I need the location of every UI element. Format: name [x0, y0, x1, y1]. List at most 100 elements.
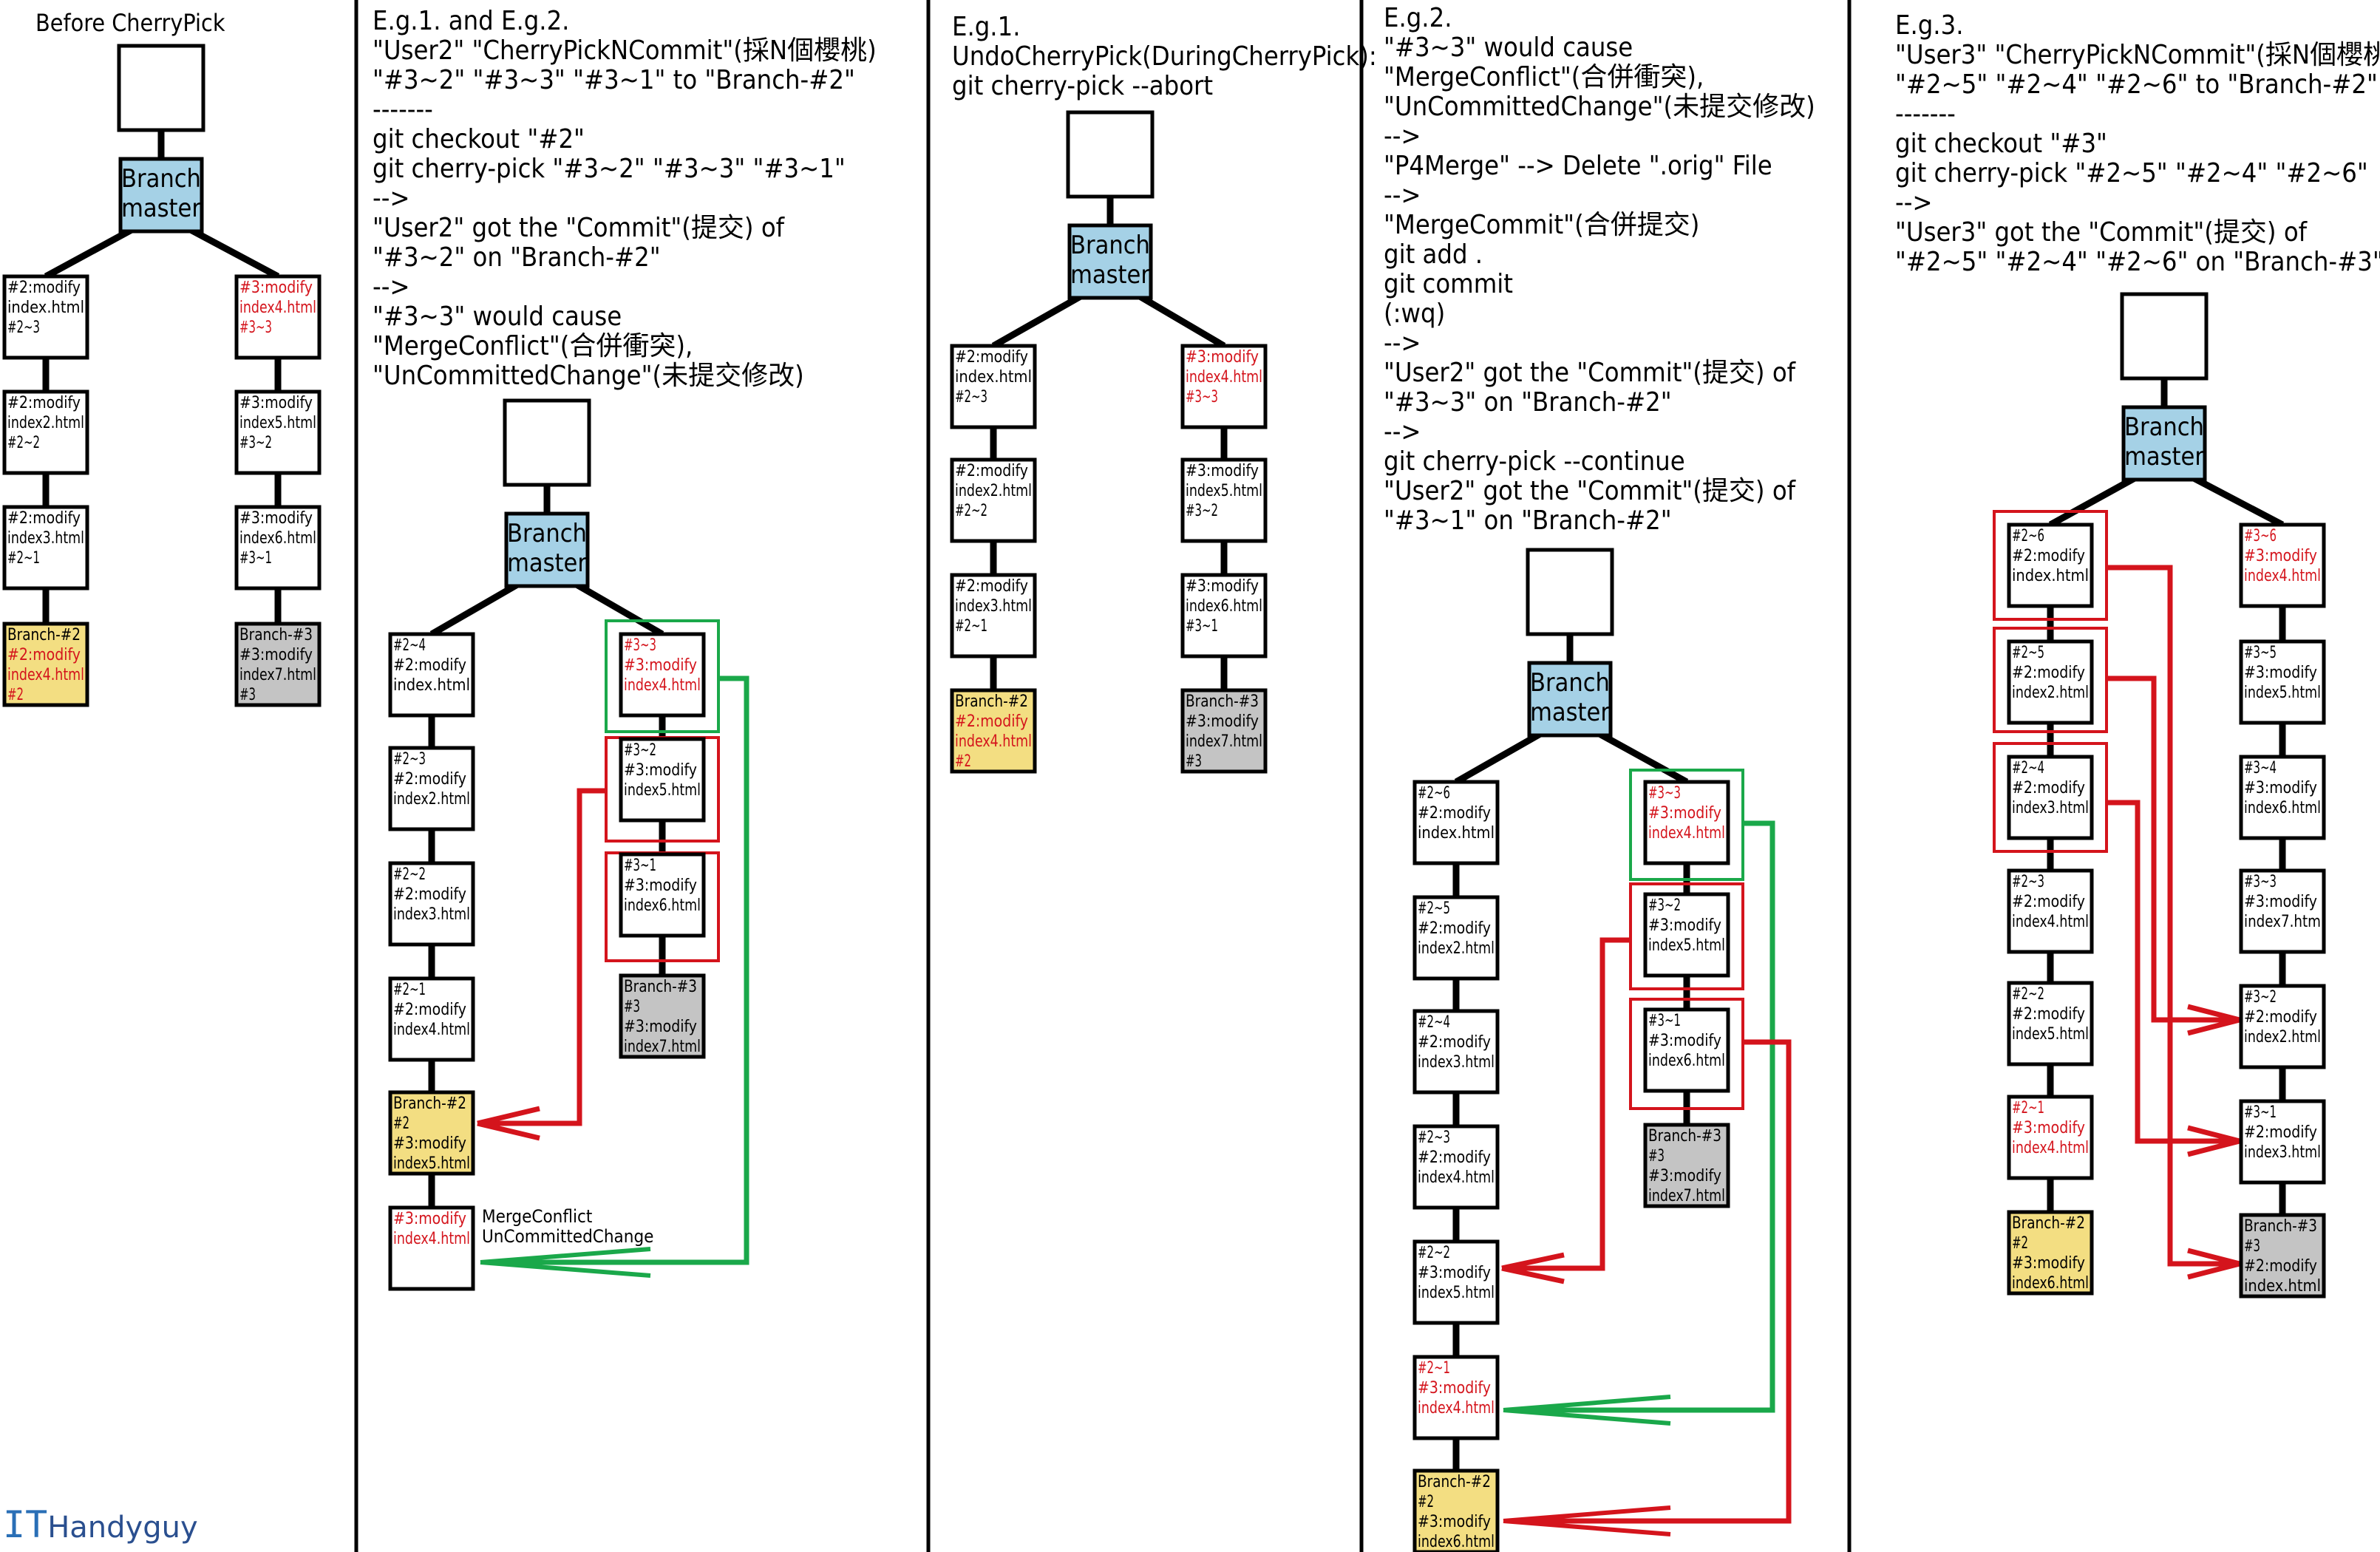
commit-text: #3:modify	[1186, 712, 1259, 731]
commit-text: #3:modify	[239, 279, 313, 297]
commit-text: #2~5	[1418, 899, 1450, 918]
commit-text: #2~3	[955, 388, 987, 406]
cherry-pick-arrow	[1511, 820, 1775, 1413]
commit-text: index3.html	[2244, 1143, 2321, 1162]
commit-text: index3.html	[393, 905, 470, 924]
commit-text: index5.html	[1648, 936, 1725, 955]
commit-text: index7.html	[624, 1038, 701, 1056]
commit-text: index3.html	[1418, 1053, 1495, 1072]
panel-caption: E.g.3."User3" "CherryPickNCommit"(採N個櫻桃)…	[1895, 10, 2380, 277]
commit-box	[2, 622, 89, 707]
panel-eg1-abort: E.g.1.UndoCherryPick(DuringCherryPick):g…	[950, 12, 1377, 774]
commit-text: #3~2	[1186, 502, 1218, 520]
arrow-head	[1503, 1505, 1671, 1536]
commit-text: index.html	[2012, 567, 2089, 585]
caption-line: -->	[373, 272, 410, 302]
caption-line: "#3~3" would cause	[1384, 33, 1633, 63]
cherry-pick-arrow	[2107, 675, 2240, 1023]
commit-text: #2	[393, 1114, 409, 1133]
cherry-pick-highlights	[1993, 510, 2240, 1280]
commit-text: #2:modify	[2012, 547, 2085, 565]
commit-text: index4.html	[2012, 913, 2089, 931]
commit-text: index6.html	[2244, 799, 2321, 817]
conflict-label: MergeConflict UnCommittedChange	[482, 1206, 653, 1247]
arrow-head	[2187, 1125, 2240, 1157]
caption-line: git cherry-pick --continue	[1384, 446, 1685, 477]
root-commit	[117, 44, 205, 132]
commit-box	[234, 274, 322, 360]
caption-line: "#3~2" on "Branch-#2"	[373, 242, 661, 273]
master-label: Branch	[2124, 412, 2204, 442]
commit-text: #3:modify	[1648, 804, 1721, 823]
commit-text: #3:modify	[1648, 1167, 1721, 1185]
edge	[1138, 293, 1226, 349]
commit-text: #2:modify	[393, 770, 466, 789]
commit-box	[2007, 523, 2094, 608]
tree-edges	[990, 197, 1228, 690]
caption-line: "P4Merge" --> Delete ".orig" File	[1384, 151, 1772, 181]
commit-text: index7.html	[1648, 1187, 1725, 1205]
logo-prefix: IT	[3, 1503, 47, 1546]
commit-text: #2:modify	[2012, 1005, 2085, 1024]
commit-text: index4.html	[2244, 567, 2321, 585]
commit-text: #3:modify	[1418, 1264, 1491, 1282]
commit-box	[234, 622, 322, 707]
commit-box	[2239, 1213, 2326, 1299]
commit-tree: Branchmaster#2~4#2:modifyindex.html#2~3#…	[388, 398, 706, 1291]
commit-text: #2:modify	[2244, 1008, 2317, 1027]
caption-line: git cherry-pick "#2~5" "#2~4" "#2~6"	[1895, 158, 2368, 188]
commit-text: #2~1	[393, 981, 426, 999]
edge	[44, 227, 134, 279]
commit-box	[619, 737, 706, 823]
commit-box	[1180, 688, 1268, 774]
commit-text: #2:modify	[955, 348, 1028, 367]
caption-line: -->	[373, 183, 410, 214]
commit-box	[2007, 639, 2094, 725]
commit-text: Branch-#3	[2244, 1217, 2317, 1236]
caption-line: (:wq)	[1384, 299, 1445, 329]
commit-box	[2239, 984, 2326, 1069]
cherry-pick-arrow	[1511, 937, 1631, 1271]
commit-text: #2~3	[2012, 873, 2044, 891]
commit-text: index3.html	[2012, 799, 2089, 817]
caption-line: -->	[1384, 121, 1421, 152]
caption-line: -->	[1384, 180, 1421, 211]
commit-text: #3:modify	[624, 761, 697, 780]
panel-eg1-eg2: E.g.1. and E.g.2."User2" "CherryPickNCom…	[373, 6, 877, 1291]
commit-text: #3:modify	[2244, 893, 2317, 911]
commit-box	[388, 976, 475, 1062]
commit-box	[619, 632, 706, 718]
commit-box	[1412, 1468, 1500, 1552]
commit-box	[2007, 1095, 2094, 1180]
caption-line: -->	[1384, 417, 1421, 447]
commit-text: #2~2	[7, 434, 40, 452]
commit-text: #3~1	[239, 549, 272, 568]
caption-line: "#3~3" on "Branch-#2"	[1384, 387, 1672, 418]
commit-text: index4.html	[393, 1021, 470, 1039]
edge	[1454, 731, 1543, 785]
commit-text: #3:modify	[1186, 462, 1259, 480]
tree-edges	[428, 485, 666, 1208]
commit-text: #2~5	[2012, 644, 2044, 662]
commit-box	[1180, 344, 1268, 429]
